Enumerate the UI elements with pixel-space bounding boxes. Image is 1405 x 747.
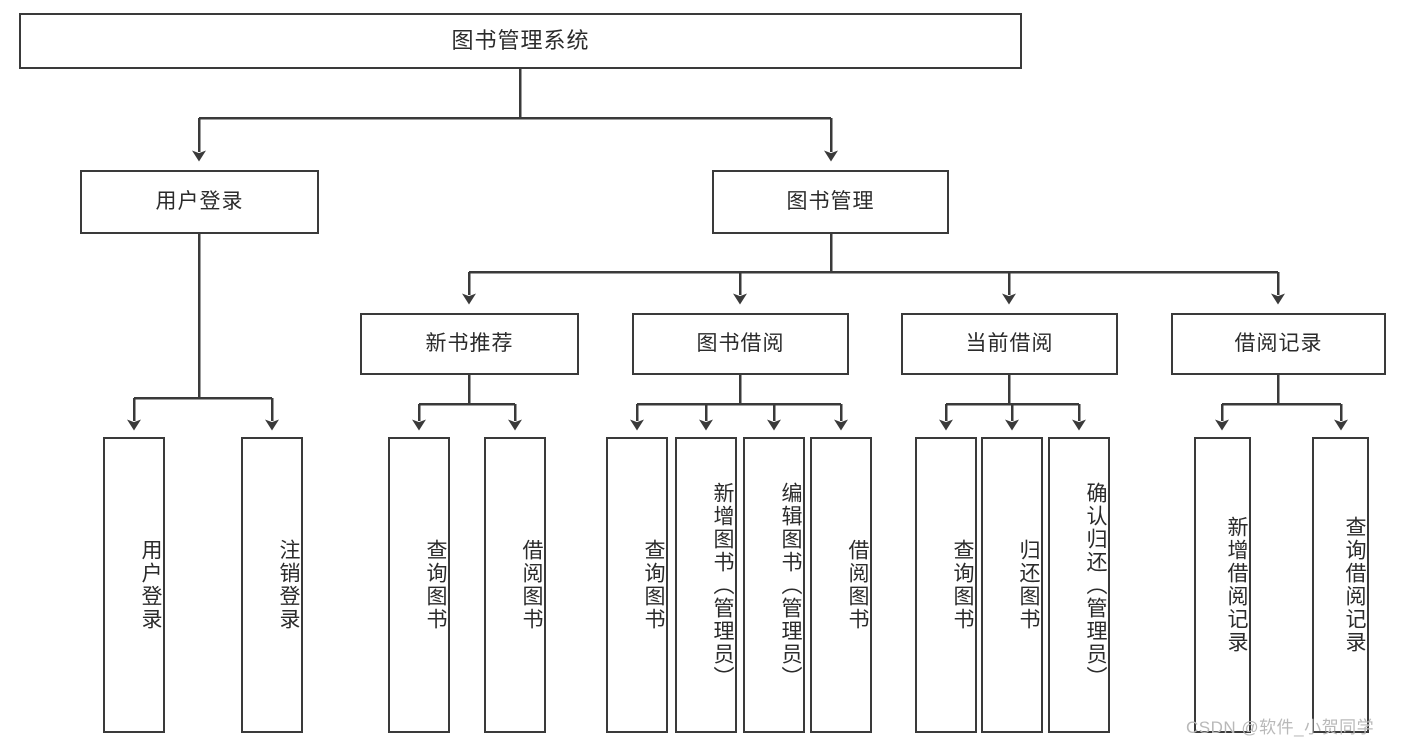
node-root-book-management-system[interactable]: 图书管理系统 bbox=[19, 13, 1022, 69]
node-label: 新增借阅记录 bbox=[1225, 516, 1248, 654]
leaf-query-book-current[interactable]: 查询图书 bbox=[915, 437, 977, 733]
leaf-query-book-recommend[interactable]: 查询图书 bbox=[388, 437, 450, 733]
node-label: 查询借阅记录 bbox=[1343, 516, 1366, 654]
leaf-edit-book-admin[interactable]: 编辑图书（管理员） bbox=[743, 437, 805, 733]
node-label: 图书借阅 bbox=[696, 332, 785, 356]
node-label: 新增图书（管理员） bbox=[711, 481, 734, 689]
node-label: 归还图书 bbox=[1017, 539, 1040, 631]
leaf-add-book-admin[interactable]: 新增图书（管理员） bbox=[675, 437, 737, 733]
node-label: 查询图书 bbox=[642, 539, 665, 631]
leaf-query-book-borrow[interactable]: 查询图书 bbox=[606, 437, 668, 733]
leaf-borrow-book[interactable]: 借阅图书 bbox=[810, 437, 872, 733]
node-label: 借阅记录 bbox=[1234, 332, 1323, 356]
node-label: 图书管理 bbox=[786, 190, 875, 214]
leaf-borrow-book-recommend[interactable]: 借阅图书 bbox=[484, 437, 546, 733]
node-book-management[interactable]: 图书管理 bbox=[712, 170, 949, 234]
csdn-watermark: CSDN @软件_小贺同学 bbox=[1186, 718, 1375, 737]
leaf-user-login[interactable]: 用户登录 bbox=[103, 437, 165, 733]
node-user-login[interactable]: 用户登录 bbox=[80, 170, 319, 234]
node-new-book-recommend[interactable]: 新书推荐 bbox=[360, 313, 579, 375]
node-label: 用户登录 bbox=[139, 539, 162, 631]
node-label: 编辑图书（管理员） bbox=[779, 481, 802, 689]
node-label: 当前借阅 bbox=[965, 332, 1054, 356]
leaf-return-book[interactable]: 归还图书 bbox=[981, 437, 1043, 733]
node-label: 图书管理系统 bbox=[451, 27, 590, 53]
node-borrow-record[interactable]: 借阅记录 bbox=[1171, 313, 1386, 375]
node-current-borrow[interactable]: 当前借阅 bbox=[901, 313, 1118, 375]
node-label: 借阅图书 bbox=[846, 539, 869, 631]
node-label: 查询图书 bbox=[951, 539, 974, 631]
node-label: 新书推荐 bbox=[425, 332, 514, 356]
node-label: 用户登录 bbox=[155, 190, 244, 214]
node-label: 确认归还（管理员） bbox=[1084, 481, 1107, 689]
node-label: 查询图书 bbox=[424, 539, 447, 631]
node-label: 注销登录 bbox=[277, 539, 300, 631]
leaf-confirm-return-admin[interactable]: 确认归还（管理员） bbox=[1048, 437, 1110, 733]
node-book-borrow[interactable]: 图书借阅 bbox=[632, 313, 849, 375]
leaf-logout-login[interactable]: 注销登录 bbox=[241, 437, 303, 733]
leaf-query-borrow-record[interactable]: 查询借阅记录 bbox=[1312, 437, 1369, 733]
node-label: 借阅图书 bbox=[520, 539, 543, 631]
leaf-add-borrow-record[interactable]: 新增借阅记录 bbox=[1194, 437, 1251, 733]
